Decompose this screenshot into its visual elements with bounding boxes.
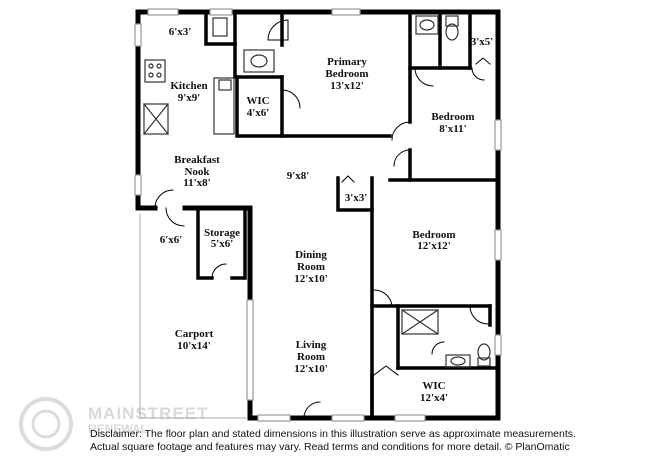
windows bbox=[134, 8, 502, 422]
wic-se-name: WIC bbox=[422, 380, 445, 392]
dining-room-name-1: Dining bbox=[295, 249, 327, 261]
dining-room-dim: 12'x10' bbox=[294, 273, 328, 285]
storage-dim: 5'x6' bbox=[211, 238, 234, 250]
bedroom-e-dim: 12'x12' bbox=[417, 240, 451, 252]
breakfast-nook-dim: 11'x8' bbox=[183, 177, 211, 189]
living-room-name-2: Room bbox=[297, 351, 325, 363]
dining-room-name-2: Room bbox=[297, 261, 325, 273]
closet-hall-dim: 3'x3' bbox=[345, 192, 368, 204]
primary-bedroom-name-2: Bedroom bbox=[325, 68, 368, 80]
laundry-dim: 6'x6' bbox=[160, 234, 183, 246]
wic-primary-dim: 4'x6' bbox=[247, 107, 270, 119]
storage-name: Storage bbox=[204, 227, 240, 239]
door-swings bbox=[154, 19, 491, 419]
room-labels: 6'x3' Kitchen 9'x9' Primary Bedroom 13'x… bbox=[160, 26, 494, 404]
carport-name: Carport bbox=[175, 328, 214, 340]
fixtures bbox=[143, 15, 491, 368]
watermark-logo-icon bbox=[19, 397, 73, 451]
breakfast-nook-name-1: Breakfast bbox=[174, 154, 220, 166]
wic-se-dim: 12'x4' bbox=[420, 392, 448, 404]
disclaimer-line-1: Disclaimer: The floor plan and stated di… bbox=[90, 428, 576, 440]
kitchen-name: Kitchen bbox=[170, 80, 207, 92]
carport-outline bbox=[139, 213, 247, 419]
bedroom-ne-dim: 8'x11' bbox=[439, 123, 467, 135]
kitchen-dim: 9'x9' bbox=[178, 92, 201, 104]
primary-bedroom-name-1: Primary bbox=[327, 56, 367, 68]
pantry-dim: 6'x3' bbox=[169, 26, 192, 38]
bedroom-ne-name: Bedroom bbox=[431, 111, 474, 123]
bedroom-e-name: Bedroom bbox=[412, 229, 455, 241]
breakfast-nook-name-2: Nook bbox=[184, 166, 210, 178]
disclaimer-line-2: Actual square footage and features may v… bbox=[90, 441, 570, 453]
living-room-dim: 12'x10' bbox=[294, 363, 328, 375]
disclaimer: Disclaimer: The floor plan and stated di… bbox=[90, 428, 650, 454]
closet-ne-dim: 3'x5' bbox=[471, 36, 494, 48]
watermark-brand-sub: RENEWAL bbox=[88, 422, 148, 436]
living-room-name-1: Living bbox=[296, 339, 327, 351]
primary-bedroom-dim: 13'x12' bbox=[330, 80, 364, 92]
wic-primary-name: WIC bbox=[246, 95, 269, 107]
carport-dim: 10'x14' bbox=[177, 340, 211, 352]
hall-dim: 9'x8' bbox=[287, 170, 310, 182]
